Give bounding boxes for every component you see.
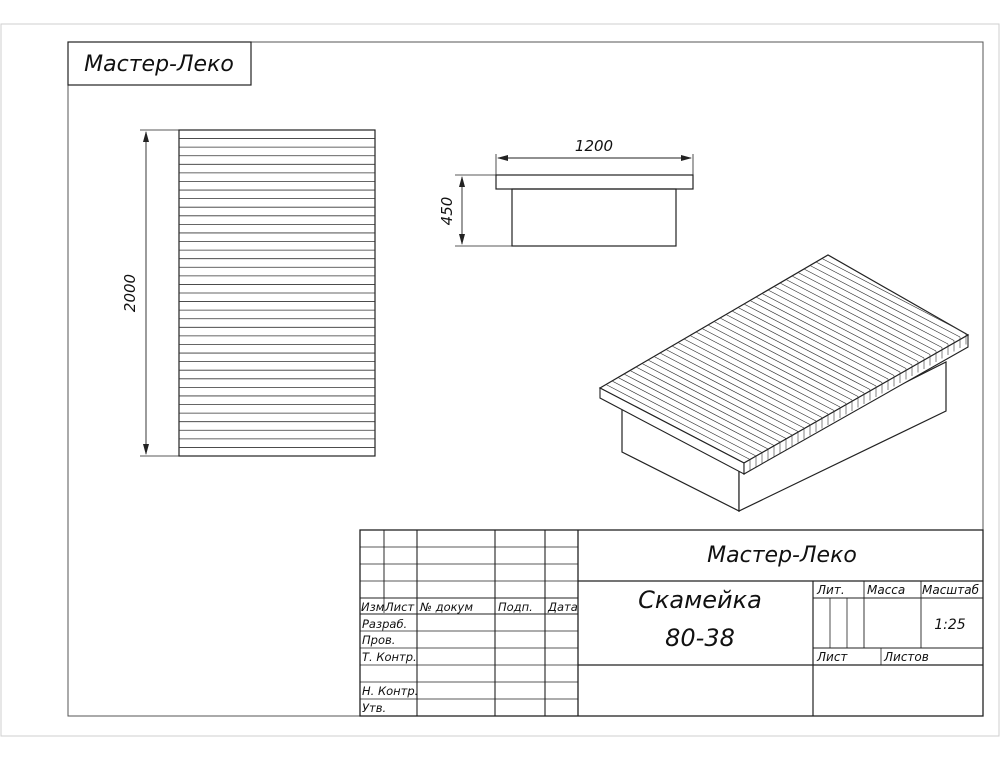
iso-slat-line <box>761 293 907 369</box>
front-view-base <box>511 188 677 247</box>
iso-slat-line <box>665 349 811 425</box>
label-sheets: Листов <box>883 650 929 664</box>
iso-slat-line <box>695 331 841 408</box>
iso-slat-line <box>623 373 769 450</box>
title-company: Мастер-Леко <box>707 543 857 568</box>
iso-slat-line <box>671 345 817 422</box>
iso-slat-line <box>605 384 751 460</box>
iso-slat-line <box>683 338 829 415</box>
iso-slat-line <box>743 303 889 380</box>
label-lit: Лит. <box>816 583 845 597</box>
iso-slat-line <box>803 268 949 345</box>
iso-seat-slats <box>605 258 967 471</box>
iso-slat-line <box>773 286 919 362</box>
sheet-outer-border <box>0 23 1000 737</box>
role-n-kontr: Н. Контр. <box>362 684 418 698</box>
iso-slat-line <box>809 265 955 341</box>
title-block-text: Мастер-Леко Скамейка 80-38 Изм Лист № до… <box>361 543 980 715</box>
iso-slat-line <box>617 377 763 453</box>
iso-slat-line <box>719 317 865 394</box>
iso-slat-line <box>785 279 931 355</box>
iso-slat-line <box>653 356 799 432</box>
top-view: 2000 <box>121 129 376 457</box>
iso-slat-line <box>749 300 895 376</box>
iso-slat-line <box>647 359 793 436</box>
iso-slat-line <box>755 296 901 373</box>
logo-text: Мастер-Леко <box>84 52 234 77</box>
iso-slat-line <box>725 314 871 390</box>
dimension-label-2000: 2000 <box>121 274 139 312</box>
iso-slat-line <box>677 342 823 418</box>
front-view-seat <box>495 174 694 190</box>
title-product-name: Скамейка <box>638 586 762 614</box>
header-izm: Изм <box>361 600 385 614</box>
top-view-slats <box>179 138 375 448</box>
label-mass: Масса <box>867 583 905 597</box>
iso-slat-line <box>821 258 967 334</box>
title-product-code: 80-38 <box>665 624 735 652</box>
iso-slat-line <box>713 321 859 397</box>
header-sign: Подп. <box>498 600 533 614</box>
iso-slat-line <box>791 275 937 352</box>
iso-slat-line <box>815 261 961 338</box>
iso-slat-line <box>641 363 787 439</box>
dimension-label-450: 450 <box>438 197 456 226</box>
iso-slat-line <box>731 310 877 387</box>
label-sheet: Лист <box>816 650 848 664</box>
role-razrab: Разраб. <box>362 617 407 631</box>
scale-value: 1:25 <box>934 617 966 633</box>
header-date: Дата <box>547 600 578 614</box>
header-list: Лист <box>384 600 414 614</box>
isometric-view <box>598 254 970 512</box>
iso-slat-line <box>701 328 847 404</box>
label-scale: Масштаб <box>922 583 980 597</box>
iso-slat-line <box>797 272 943 348</box>
iso-slat-line <box>659 352 805 429</box>
iso-slat-line <box>779 282 925 359</box>
iso-slat-line <box>629 370 775 446</box>
iso-slat-line <box>689 335 835 411</box>
role-prov: Пров. <box>362 633 395 647</box>
dimension-label-1200: 1200 <box>575 137 613 155</box>
header-doc-no: № докум <box>419 600 473 614</box>
iso-slat-line <box>707 324 853 401</box>
title-block <box>359 529 984 717</box>
iso-slat-line <box>611 380 757 457</box>
role-t-kontr: Т. Контр. <box>362 650 417 664</box>
front-view: 1200 450 <box>438 137 694 247</box>
role-utv: Утв. <box>362 701 386 715</box>
logo-box: Мастер-Леко <box>67 41 252 86</box>
iso-slat-line <box>767 289 913 366</box>
iso-slat-line <box>737 307 883 383</box>
iso-slat-line <box>635 366 781 443</box>
